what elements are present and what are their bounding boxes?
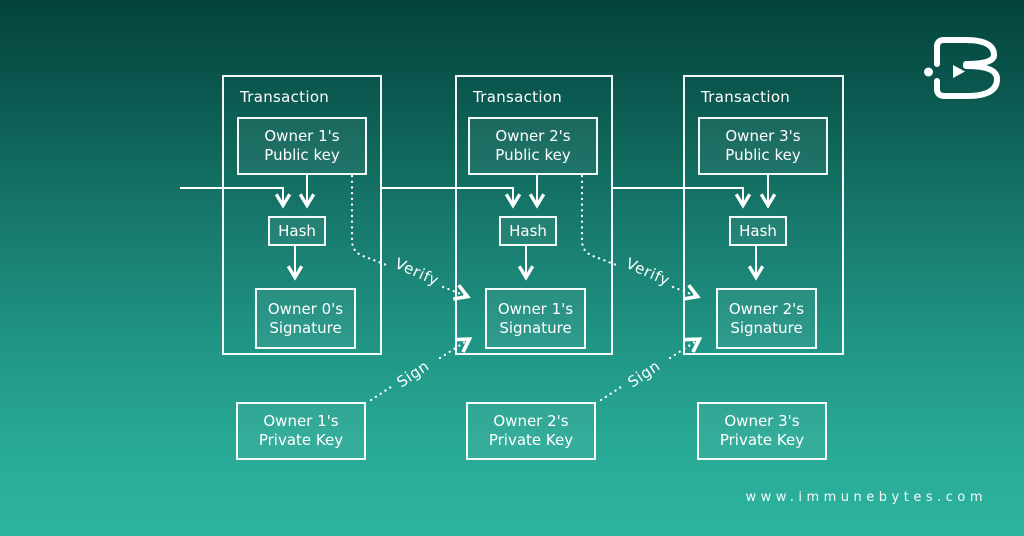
hash-1-label: Hash xyxy=(278,221,316,240)
private-key-box-2: Owner 2's Private Key xyxy=(466,402,596,460)
transaction-title-2: Transaction xyxy=(473,88,563,106)
hash-box-1: Hash xyxy=(268,216,326,246)
signature-box-3: Owner 2's Signature xyxy=(716,288,817,349)
signature-box-2: Owner 1's Signature xyxy=(485,288,586,349)
logo-b-lower xyxy=(934,63,1000,99)
private-key-1-line1: Owner 1's xyxy=(263,412,339,430)
public-key-1-line2: Public key xyxy=(264,146,340,164)
private-key-1-line2: Private Key xyxy=(258,431,344,449)
website-url: www.immunebytes.com xyxy=(745,490,987,505)
logo-i-dot xyxy=(924,67,933,77)
private-key-box-1: Owner 1's Private Key xyxy=(236,402,366,460)
public-key-box-1: Owner 1's Public key xyxy=(237,117,367,175)
public-key-box-3: Owner 3's Public key xyxy=(698,117,828,175)
transaction-box-2: Transaction Owner 2's Public key Hash Ow… xyxy=(455,75,613,355)
private-key-2-line2: Private Key xyxy=(488,431,574,449)
transaction-title-3: Transaction xyxy=(701,88,791,106)
signature-3-line1: Owner 2's xyxy=(728,299,805,318)
transaction-box-1: Transaction Owner 1's Public key Hash Ow… xyxy=(222,75,382,355)
private-key-box-3: Owner 3's Private Key xyxy=(697,402,827,460)
hash-2-label: Hash xyxy=(509,221,547,240)
sign-edge2-start xyxy=(599,385,623,402)
signature-box-1: Owner 0's Signature xyxy=(255,288,356,349)
private-key-3-line1: Owner 3's xyxy=(724,412,800,430)
hash-box-2: Hash xyxy=(499,216,557,246)
private-key-2-line1: Owner 2's xyxy=(493,412,569,430)
hash-3-label: Hash xyxy=(739,221,777,240)
sign-edge1-start xyxy=(369,385,393,402)
public-key-1-line1: Owner 1's xyxy=(264,127,340,145)
hash-box-3: Hash xyxy=(729,216,787,246)
transaction-box-3: Transaction Owner 3's Public key Hash Ow… xyxy=(683,75,844,355)
logo-triangle xyxy=(953,65,965,78)
signature-2-line1: Owner 1's xyxy=(497,299,574,318)
public-key-2-line1: Owner 2's xyxy=(495,127,571,145)
public-key-box-2: Owner 2's Public key xyxy=(468,117,598,175)
private-key-3-line2: Private Key xyxy=(719,431,805,449)
logo-b-upper xyxy=(934,37,997,67)
transaction-title-1: Transaction xyxy=(240,88,330,106)
signature-3-line2: Signature xyxy=(730,318,803,337)
signature-1-line1: Owner 0's xyxy=(267,299,344,318)
immunebytes-logo xyxy=(903,24,1013,104)
verify-label-2: Verify xyxy=(623,254,673,290)
verify-label-1: Verify xyxy=(392,254,442,290)
sign-label-1: Sign xyxy=(393,356,433,392)
signature-1-line2: Signature xyxy=(269,318,342,337)
public-key-3-line2: Public key xyxy=(725,146,801,164)
public-key-3-line1: Owner 3's xyxy=(725,127,801,145)
signature-2-line2: Signature xyxy=(499,318,572,337)
sign-label-2: Sign xyxy=(624,356,664,392)
public-key-2-line2: Public key xyxy=(495,146,571,164)
